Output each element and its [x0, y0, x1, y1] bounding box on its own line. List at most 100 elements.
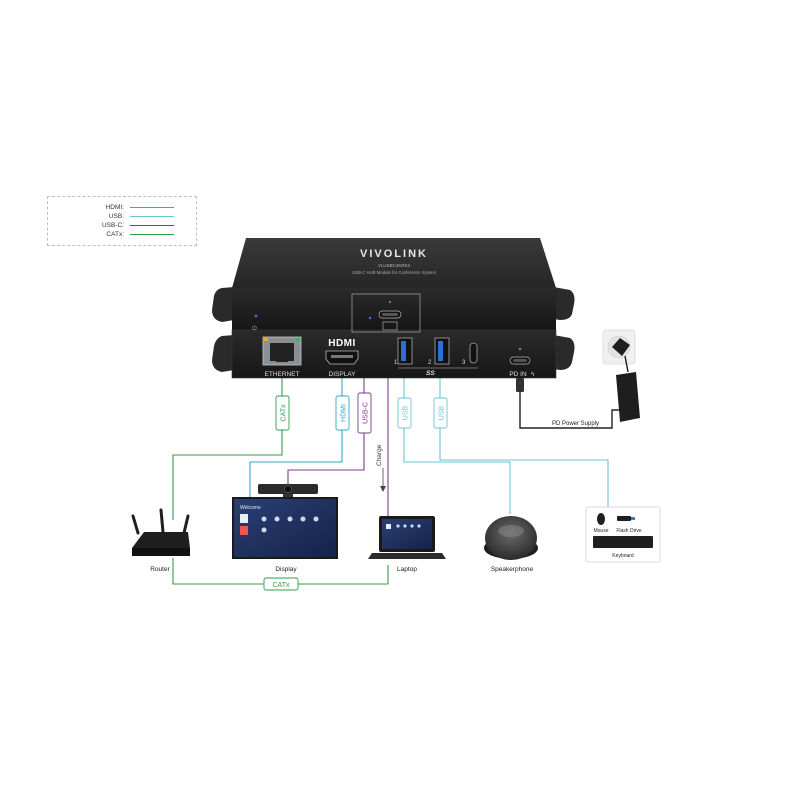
charge-label: Charge	[376, 444, 383, 466]
display-device: Welcome	[232, 484, 338, 559]
legend-catx: CATx:	[56, 230, 190, 239]
pd-in-label: PD IN	[509, 371, 527, 378]
usb-c-port-3[interactable]	[469, 342, 478, 364]
power-adapter	[602, 329, 640, 422]
hdmi-port-pins	[331, 355, 353, 358]
display-device-label: Display	[275, 566, 297, 573]
lightning-icon: ϟ	[531, 371, 535, 378]
hdmi-logo: HDMI	[328, 338, 356, 349]
camera-mount	[283, 494, 293, 497]
hdmi-cable-display	[249, 378, 343, 498]
usbc-port-top-tongue	[382, 313, 398, 316]
usbc-tag-label: USB-C	[363, 402, 370, 424]
cable-tags: CATx HDMI USB-C USB USB	[275, 392, 448, 434]
brand-logo: VIVOLINK	[360, 248, 428, 260]
pd-in-port-tongue	[513, 359, 527, 362]
display-app-tile-2	[240, 526, 248, 535]
display-welcome-text: Welcome	[240, 505, 261, 511]
power-icon: ⏻	[252, 325, 257, 332]
speakerphone-highlight	[498, 525, 524, 537]
laptop-base	[368, 553, 446, 559]
catx-bottom-tag	[263, 577, 299, 591]
legend-usb-line	[130, 216, 174, 217]
laptop-app-icon-3	[410, 524, 414, 528]
catx-tag-label: CATx	[281, 404, 288, 421]
display-app-icon-6	[261, 527, 267, 533]
laptop-app-icon-1	[396, 524, 400, 528]
peripherals-box: Mouse Flash Drive Keyboard	[585, 506, 661, 563]
hdmi-tag	[335, 395, 350, 431]
legend-hdmi: HDMI:	[56, 203, 190, 212]
flash-drive-icon	[617, 516, 631, 521]
laptop-app-icon-4	[417, 524, 421, 528]
display-app-icon-4	[300, 516, 306, 522]
keyboard-label: Keyboard	[612, 553, 634, 559]
cable-legend: HDMI: USB: USB-C: CATx:	[47, 196, 197, 246]
catx-tag	[275, 395, 290, 431]
router-body	[132, 532, 190, 548]
usb-cable-speakerphone	[403, 360, 511, 514]
display-app-icon-2	[274, 516, 280, 522]
laptop-label: Laptop	[397, 566, 417, 573]
power-brick	[616, 372, 640, 422]
wall-plug	[612, 338, 630, 356]
subtitle-text: USB-C HUB Module for Conference System	[352, 270, 436, 275]
speakerphone-grille	[485, 516, 537, 560]
speakerphone-label: Speakerphone	[491, 566, 534, 573]
ethernet-jack	[270, 343, 294, 361]
usbc-cable-camera	[287, 378, 365, 485]
router	[131, 508, 190, 556]
usb-tag-1-label: USB	[403, 405, 410, 420]
usb-port-1-number: 1	[394, 360, 398, 366]
legend-usb-label: USB:	[108, 213, 124, 220]
legend-usb: USB:	[56, 212, 190, 221]
usb-tag-2	[433, 397, 448, 429]
router-antenna-left	[131, 514, 140, 535]
usbc-tag	[357, 392, 372, 434]
router-antenna-middle	[159, 508, 165, 534]
display-app-icon-3	[287, 516, 293, 522]
usb-port-2-number: 2	[428, 360, 432, 366]
ethernet-label: ETHERNET	[264, 371, 299, 378]
usb-a-port-1-tongue	[401, 341, 406, 361]
pd-supply-label: PD Power Supply	[552, 421, 599, 427]
display-label: DISPLAY	[329, 371, 357, 378]
laptop-device	[368, 516, 446, 559]
legend-usbc-line	[130, 225, 174, 226]
keyboard-icon	[593, 536, 653, 548]
pd-cable-plug	[516, 378, 524, 392]
power-led	[254, 314, 258, 318]
router-antenna-right	[182, 514, 190, 535]
legend-usbc: USB-C:	[56, 221, 190, 230]
top-module-lid	[232, 238, 556, 288]
usbc-module-frame	[351, 293, 421, 333]
usb-a-port-2-tongue	[438, 341, 443, 361]
hub-device: VIVOLINK VLUSBC4KRK4 USB-C HUB Module fo…	[212, 238, 575, 379]
usb-tag-2-label: USB	[439, 405, 446, 420]
display-app-icon-5	[313, 516, 319, 522]
model-text: VLUSBC4KRK4	[378, 263, 411, 268]
router-label: Router	[150, 566, 170, 573]
legend-catx-line	[130, 234, 174, 235]
router-front	[132, 548, 190, 556]
adapter-cord	[624, 355, 629, 373]
legend-catx-label: CATx:	[106, 231, 124, 238]
display-app-icon-1	[261, 516, 267, 522]
ethernet-clip	[276, 358, 288, 362]
ethernet-led-left	[264, 338, 268, 341]
laptop-app-tile-1	[386, 524, 391, 529]
display-app-tile-1	[240, 514, 248, 523]
pd-led	[518, 347, 522, 351]
usb-tag-1	[397, 397, 412, 429]
ethernet-led-right	[296, 338, 300, 341]
display-screen	[234, 499, 336, 557]
flash-drive-label: Flash Drive	[616, 528, 642, 534]
legend-hdmi-label: HDMI:	[105, 204, 124, 211]
laptop-screen	[382, 519, 432, 549]
legend-usbc-label: USB-C:	[101, 222, 124, 229]
top-module-front	[232, 288, 556, 330]
module-screw	[388, 300, 392, 304]
camera-lens	[284, 485, 292, 493]
charge-arrow	[380, 468, 386, 492]
